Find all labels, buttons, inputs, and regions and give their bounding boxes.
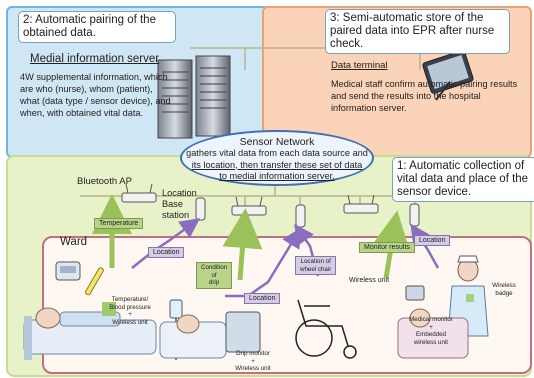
tag-temperature: Temperature [94, 218, 144, 229]
terminal-title: Data terminal [331, 60, 388, 71]
sensor-network-text: gathers vital data from each data source… [182, 148, 372, 183]
patient-bed-icon-2 [159, 311, 261, 359]
server-icon [157, 55, 231, 139]
tag-condition-drip: Condition of drip [196, 262, 233, 289]
server-title: Medial information server [30, 53, 160, 65]
patient-bed-icon-1 [23, 302, 157, 360]
medical-monitor-icon [405, 285, 425, 301]
sensor-network-line-1: gathers vital data from each data source… [186, 148, 368, 158]
callout-semi-auto-store: 3: Semi-automatic store of the paired da… [325, 9, 510, 54]
tag-location-wheelchair: Location of wheel chair [295, 256, 337, 275]
tag-location-1: Location [148, 247, 185, 258]
tablet-icon [422, 50, 474, 101]
bluetooth-ap-label: Bluetooth AP [77, 176, 132, 187]
sensor-network-title: Sensor Network [239, 136, 315, 148]
callout-auto-pairing: 2: Automatic pairing of the obtained dat… [18, 11, 176, 43]
sensor-network-line-3: to medial information server. [219, 171, 335, 181]
sensor-network-ellipse: Sensor Network gathers vital data from e… [180, 130, 374, 186]
wheelchair-icon [295, 299, 357, 359]
wireless-unit-label: Wireless unit [348, 277, 390, 284]
drip-monitor-label: Drip monitor + Wireless unit [235, 350, 271, 372]
access-point-icon-3 [343, 194, 379, 214]
nurse-icon [447, 255, 489, 337]
terminal-description: Medical staff confirm automatic pairing … [331, 79, 518, 113]
tag-location-3: Location [414, 235, 451, 246]
location-base-label: Location Base station [162, 188, 197, 220]
tag-location-2: Location [244, 293, 281, 304]
temp-bp-device-label: Temperature/ Blood pressure + Wireless u… [109, 296, 151, 326]
server-description: 4W supplemental information, which are w… [20, 72, 171, 118]
blood-pressure-monitor-icon [55, 261, 81, 281]
sensor-network-line-2: its location, then transfer these set of… [191, 159, 363, 170]
base-station-icon-1 [195, 197, 206, 221]
callout-auto-collection: 1: Automatic collection of vital data an… [392, 157, 534, 202]
thermometer-icon [84, 267, 104, 296]
tag-monitor-results: Monitor results [359, 242, 415, 253]
patient-bed-icon-3 [397, 308, 469, 359]
medical-monitor-label: Medical monitor + Embedded wireless unit [409, 316, 453, 346]
wireless-badge-label: Wireless badge [492, 282, 516, 297]
ward-label: Ward [60, 236, 88, 248]
